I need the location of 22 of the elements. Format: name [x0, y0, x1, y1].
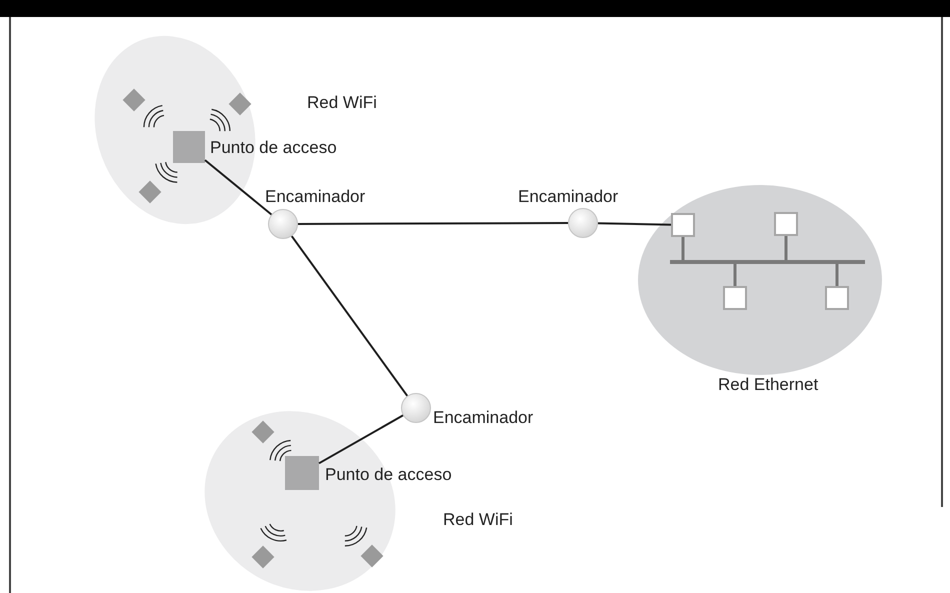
device-label: Punto de acceso: [210, 137, 337, 158]
network-link: [734, 264, 736, 286]
device-label: Encaminador: [518, 186, 618, 208]
network-link: [682, 237, 684, 260]
network-link: [598, 222, 672, 226]
network-link: [290, 236, 408, 396]
host-box: [825, 286, 849, 310]
ethernet-bus: [670, 260, 865, 264]
host-box: [723, 286, 747, 310]
network-link: [318, 414, 404, 464]
device-label: Encaminador: [433, 407, 534, 428]
network-link: [204, 159, 272, 216]
network-link: [298, 222, 568, 225]
device-label: Punto de acceso: [325, 464, 452, 486]
device-label: Encaminador: [265, 186, 366, 208]
network-link: [836, 264, 838, 286]
network-link: [784, 236, 788, 260]
host-box: [774, 212, 798, 236]
network-label: Red WiFi: [307, 92, 377, 114]
network-label: Red WiFi: [443, 509, 513, 530]
network-label: Red Ethernet: [718, 374, 818, 396]
host-box: [671, 213, 695, 237]
